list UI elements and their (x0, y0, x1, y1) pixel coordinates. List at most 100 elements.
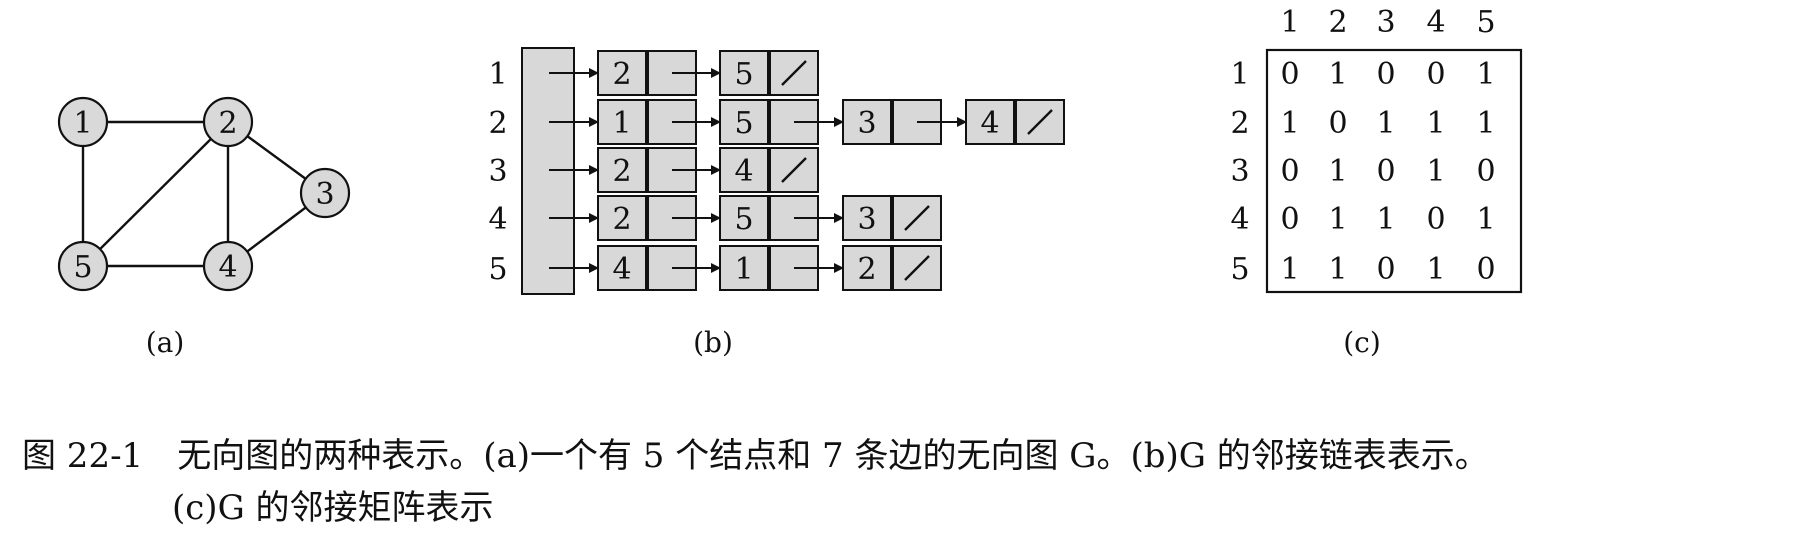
node-label: 1 (73, 106, 92, 141)
node-circle (299, 167, 351, 219)
list-node: 3 (842, 195, 942, 241)
graph-panel: 1 2 3 4 5 (57, 96, 351, 292)
vertex-label: 3 (488, 154, 507, 189)
matrix-cell: 1 (1328, 154, 1347, 189)
key-cell (842, 245, 892, 291)
matrix-col-header: 2 (1328, 5, 1347, 40)
matrix-cell: 0 (1376, 154, 1395, 189)
vertex-label: 2 (488, 106, 507, 141)
key-cell (597, 195, 647, 241)
matrix-cell: 0 (1426, 202, 1445, 237)
list-node: 1 (719, 245, 844, 291)
list-node: 1 (597, 99, 721, 145)
list-node: 2 (597, 195, 721, 241)
graph-node-5: 5 (57, 240, 109, 292)
list-node: 3 (842, 99, 967, 145)
matrix-cell: 0 (1476, 154, 1495, 189)
matrix-cell: 1 (1328, 202, 1347, 237)
matrix-col-header: 3 (1376, 5, 1395, 40)
adjacency-row-2: 2 1 5 3 4 (488, 99, 1065, 145)
key-cell (597, 245, 647, 291)
matrix-cell: 0 (1280, 57, 1299, 92)
key-value: 2 (612, 154, 631, 189)
adjacency-row-1: 1 2 5 (488, 50, 819, 96)
matrix-row-header: 5 (1230, 252, 1249, 287)
key-cell (719, 195, 769, 241)
key-value: 2 (857, 252, 876, 287)
graph-edges (81, 120, 326, 268)
list-node: 2 (597, 147, 721, 193)
list-node: 5 (719, 99, 844, 145)
vertex-label: 5 (488, 252, 507, 287)
node-label: 2 (218, 106, 237, 141)
key-cell (842, 195, 892, 241)
matrix-cell: 0 (1376, 252, 1395, 287)
matrix-cell: 1 (1476, 57, 1495, 92)
adjacency-row-3: 3 2 4 (488, 147, 819, 193)
key-value: 5 (734, 106, 753, 141)
key-cell (719, 50, 769, 96)
node-circle (57, 240, 109, 292)
matrix-cell: 0 (1280, 202, 1299, 237)
key-cell (597, 147, 647, 193)
matrix-cell: 0 (1280, 154, 1299, 189)
matrix-cell: 1 (1280, 252, 1299, 287)
caption-label: 图 22-1 (22, 436, 144, 476)
matrix-cell: 1 (1328, 252, 1347, 287)
key-value: 4 (612, 252, 631, 287)
matrix-cell: 1 (1328, 57, 1347, 92)
vertex-label: 1 (488, 57, 507, 92)
nil-slash (1027, 109, 1053, 135)
list-node: 5 (719, 50, 819, 96)
key-cell (719, 99, 769, 145)
caption-line-2: (c)G 的邻接矩阵表示 (172, 488, 494, 528)
matrix-cell: 1 (1426, 106, 1445, 141)
node-label: 4 (218, 250, 237, 285)
node-label: 3 (315, 177, 334, 212)
nil-slash (904, 255, 930, 281)
key-value: 1 (612, 106, 631, 141)
key-value: 3 (857, 202, 876, 237)
vertex-label: 4 (488, 202, 507, 237)
matrix-cell: 0 (1376, 57, 1395, 92)
key-cell (965, 99, 1015, 145)
list-node: 2 (597, 50, 721, 96)
matrix-cell: 1 (1376, 202, 1395, 237)
sublabel-c: (c) (1343, 326, 1381, 359)
matrix-cell: 1 (1280, 106, 1299, 141)
list-node: 5 (719, 195, 844, 241)
matrix-row-header: 2 (1230, 106, 1249, 141)
nil-slash (781, 60, 807, 86)
matrix-cell: 1 (1376, 106, 1395, 141)
key-cell (719, 245, 769, 291)
graph-node-2: 2 (202, 96, 254, 148)
graph-node-3: 3 (299, 167, 351, 219)
matrix-col-header: 1 (1280, 5, 1299, 40)
key-cell (597, 99, 647, 145)
nil-slash (904, 205, 930, 231)
node-circle (57, 96, 109, 148)
matrix-row-header: 3 (1230, 154, 1249, 189)
caption-text: 无向图的两种表示。(a)一个有 5 个结点和 7 条边的无向图 G。(b)G 的… (177, 436, 1489, 476)
matrix-col-header: 5 (1476, 5, 1495, 40)
edge-2-5 (82, 121, 229, 267)
matrix-cell: 1 (1476, 106, 1495, 141)
node-circle (202, 240, 254, 292)
key-value: 5 (734, 57, 753, 92)
list-node: 2 (842, 245, 942, 291)
key-value: 4 (734, 154, 753, 189)
key-value: 4 (980, 106, 999, 141)
matrix-cell: 0 (1476, 252, 1495, 287)
graph-node-4: 4 (202, 240, 254, 292)
key-value: 3 (857, 106, 876, 141)
key-value: 2 (612, 57, 631, 92)
list-node: 4 (597, 245, 721, 291)
matrix-cell: 1 (1476, 202, 1495, 237)
key-cell (719, 147, 769, 193)
